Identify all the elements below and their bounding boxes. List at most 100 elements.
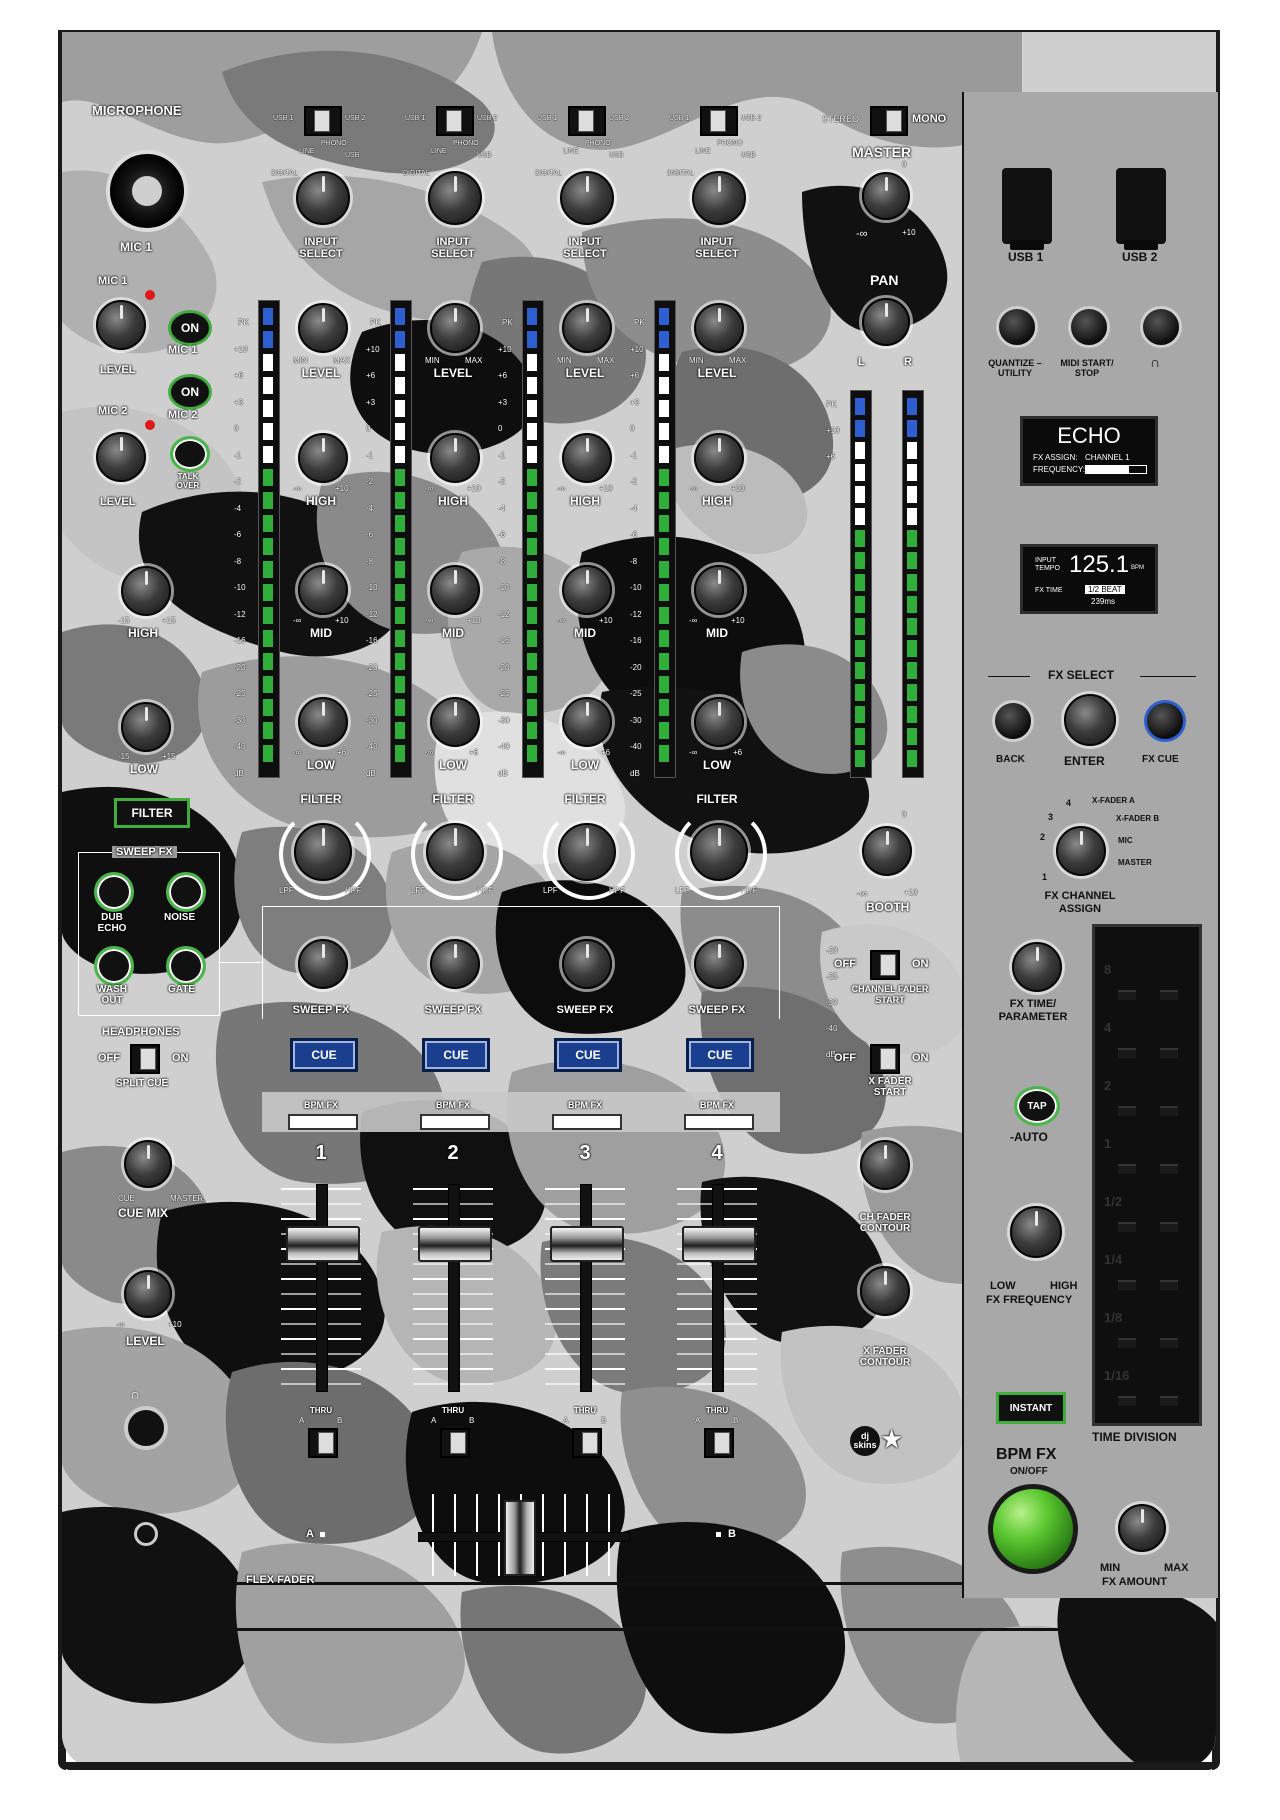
ch3-filter-ring xyxy=(543,808,635,900)
dub-echo-button[interactable] xyxy=(94,872,134,912)
usb2-port[interactable] xyxy=(1116,168,1166,250)
time-division-slider[interactable] xyxy=(1092,924,1202,1426)
ch3-cue-button[interactable]: CUE xyxy=(554,1038,622,1072)
ch1-crossfader-assign-switch[interactable] xyxy=(308,1428,338,1458)
ch1-mid-knob[interactable] xyxy=(298,565,348,615)
headphone-jack-large[interactable] xyxy=(124,1406,168,1450)
ch1-level-knob[interactable] xyxy=(298,303,348,353)
instant-button[interactable]: INSTANT xyxy=(996,1392,1066,1424)
ch4-mid-knob[interactable] xyxy=(694,565,744,615)
ch2-sweep-fx-knob[interactable] xyxy=(430,939,480,989)
mic2-on-button[interactable]: ON xyxy=(168,374,212,410)
ch3-fader-cap[interactable] xyxy=(550,1226,624,1262)
noise-button[interactable] xyxy=(166,872,206,912)
pan-title: PAN xyxy=(870,272,899,288)
ch3-low-knob[interactable] xyxy=(562,697,612,747)
usb1-port[interactable] xyxy=(1002,168,1052,250)
fx-channel-assign-knob[interactable] xyxy=(1056,826,1106,876)
talkover-button[interactable] xyxy=(170,436,210,472)
channel-fader-start-switch[interactable] xyxy=(870,950,900,980)
pan-knob[interactable] xyxy=(862,298,910,346)
ch2-level-max: MAX xyxy=(465,356,483,365)
ch4-cue-button[interactable]: CUE xyxy=(686,1038,754,1072)
ch4-meter-scale-4: 0 xyxy=(630,424,635,433)
booth-level-knob[interactable] xyxy=(862,826,912,876)
tap-button[interactable]: TAP xyxy=(1014,1086,1060,1126)
ch3-mid-knob[interactable] xyxy=(562,565,612,615)
fx-time-parameter-knob[interactable] xyxy=(1012,942,1062,992)
ch2-source-switch[interactable] xyxy=(436,106,474,136)
crossfader-cap[interactable] xyxy=(504,1500,536,1576)
ch2-level-knob[interactable] xyxy=(430,303,480,353)
mic1-level-knob[interactable] xyxy=(96,300,146,350)
ch3-input-select-knob[interactable] xyxy=(560,171,614,225)
headphone-cue-button[interactable] xyxy=(1140,306,1182,348)
ch2-crossfader-assign-switch[interactable] xyxy=(440,1428,470,1458)
enter-knob[interactable] xyxy=(1064,694,1116,746)
ch1-input-select-knob[interactable] xyxy=(296,171,350,225)
ch2-filter-knob[interactable] xyxy=(426,823,484,881)
time-division-mark-6: 1/8 xyxy=(1104,1310,1123,1325)
x-fader-contour-knob[interactable] xyxy=(860,1266,910,1316)
ch3-source-switch[interactable] xyxy=(568,106,606,136)
ch2-mid-knob[interactable] xyxy=(430,565,480,615)
ch1-fader-cap[interactable] xyxy=(286,1226,360,1262)
mic1-on-button[interactable]: ON xyxy=(168,310,212,346)
ch4-fader-cap[interactable] xyxy=(682,1226,756,1262)
wash-out-button[interactable] xyxy=(94,946,134,986)
ch2-low-knob[interactable] xyxy=(430,697,480,747)
ch4-level-knob[interactable] xyxy=(694,303,744,353)
ch2-cue-button[interactable]: CUE xyxy=(422,1038,490,1072)
ch2-sweep-fx-label: SWEEP FX xyxy=(424,1004,482,1016)
headphone-level-knob[interactable] xyxy=(124,1270,172,1318)
ch3-sweep-fx-knob[interactable] xyxy=(562,939,612,989)
ch4-source-switch[interactable] xyxy=(700,106,738,136)
split-cue-switch[interactable] xyxy=(130,1044,160,1074)
cue-mix-knob[interactable] xyxy=(124,1140,172,1188)
quantize-button[interactable] xyxy=(996,306,1038,348)
ch2-fader-cap[interactable] xyxy=(418,1226,492,1262)
ch-fader-contour-knob[interactable] xyxy=(860,1140,910,1190)
mic2-level-title: MIC 2 xyxy=(98,405,128,417)
fx-frequency-knob[interactable] xyxy=(1010,1206,1062,1258)
fx-amount-min: MIN xyxy=(1100,1562,1121,1574)
back-button[interactable] xyxy=(992,700,1034,742)
mic-xlr-jack[interactable] xyxy=(106,150,188,232)
ch1-filter-knob[interactable] xyxy=(294,823,352,881)
ch4-high-knob[interactable] xyxy=(694,433,744,483)
time-division-step xyxy=(1118,1338,1136,1348)
ch4-filter-knob[interactable] xyxy=(690,823,748,881)
ch2-input-select-knob[interactable] xyxy=(428,171,482,225)
filter-button[interactable]: FILTER xyxy=(114,798,190,828)
ch4-mid-max: +10 xyxy=(731,616,745,625)
mic-high-knob[interactable] xyxy=(121,566,171,616)
ch3-meter-scale-1: +10 xyxy=(498,344,512,354)
ch3-level-knob[interactable] xyxy=(562,303,612,353)
midi-start-button[interactable] xyxy=(1068,306,1110,348)
ch3-crossfader-assign-switch[interactable] xyxy=(572,1428,602,1458)
ch4-low-knob[interactable] xyxy=(694,697,744,747)
mic-low-knob[interactable] xyxy=(121,702,171,752)
mic2-level-knob[interactable] xyxy=(96,432,146,482)
fx-cue-button[interactable] xyxy=(1144,700,1186,742)
ch1-sweep-fx-knob[interactable] xyxy=(298,939,348,989)
master-level-knob[interactable] xyxy=(862,172,910,220)
ch1-high-knob[interactable] xyxy=(298,433,348,483)
ch1-meter-scale-15: -30 xyxy=(234,715,246,725)
stereo-mono-switch[interactable] xyxy=(870,106,908,136)
split-cue-on: ON xyxy=(172,1052,189,1064)
ch1-source-switch[interactable] xyxy=(304,106,342,136)
fx-amount-knob[interactable] xyxy=(1118,1504,1166,1552)
ch4-crossfader-assign-switch[interactable] xyxy=(704,1428,734,1458)
ch1-cue-button[interactable]: CUE xyxy=(290,1038,358,1072)
ch2-high-knob[interactable] xyxy=(430,433,480,483)
gate-button[interactable] xyxy=(166,946,206,986)
x-fader-start-switch[interactable] xyxy=(870,1044,900,1074)
headphone-jack-small[interactable] xyxy=(134,1522,158,1546)
bpm-fx-onoff-button[interactable] xyxy=(988,1484,1078,1574)
ch4-input-select-knob[interactable] xyxy=(692,171,746,225)
ch4-sweep-fx-knob[interactable] xyxy=(694,939,744,989)
ch3-filter-knob[interactable] xyxy=(558,823,616,881)
ch1-low-knob[interactable] xyxy=(298,697,348,747)
ch3-high-knob[interactable] xyxy=(562,433,612,483)
